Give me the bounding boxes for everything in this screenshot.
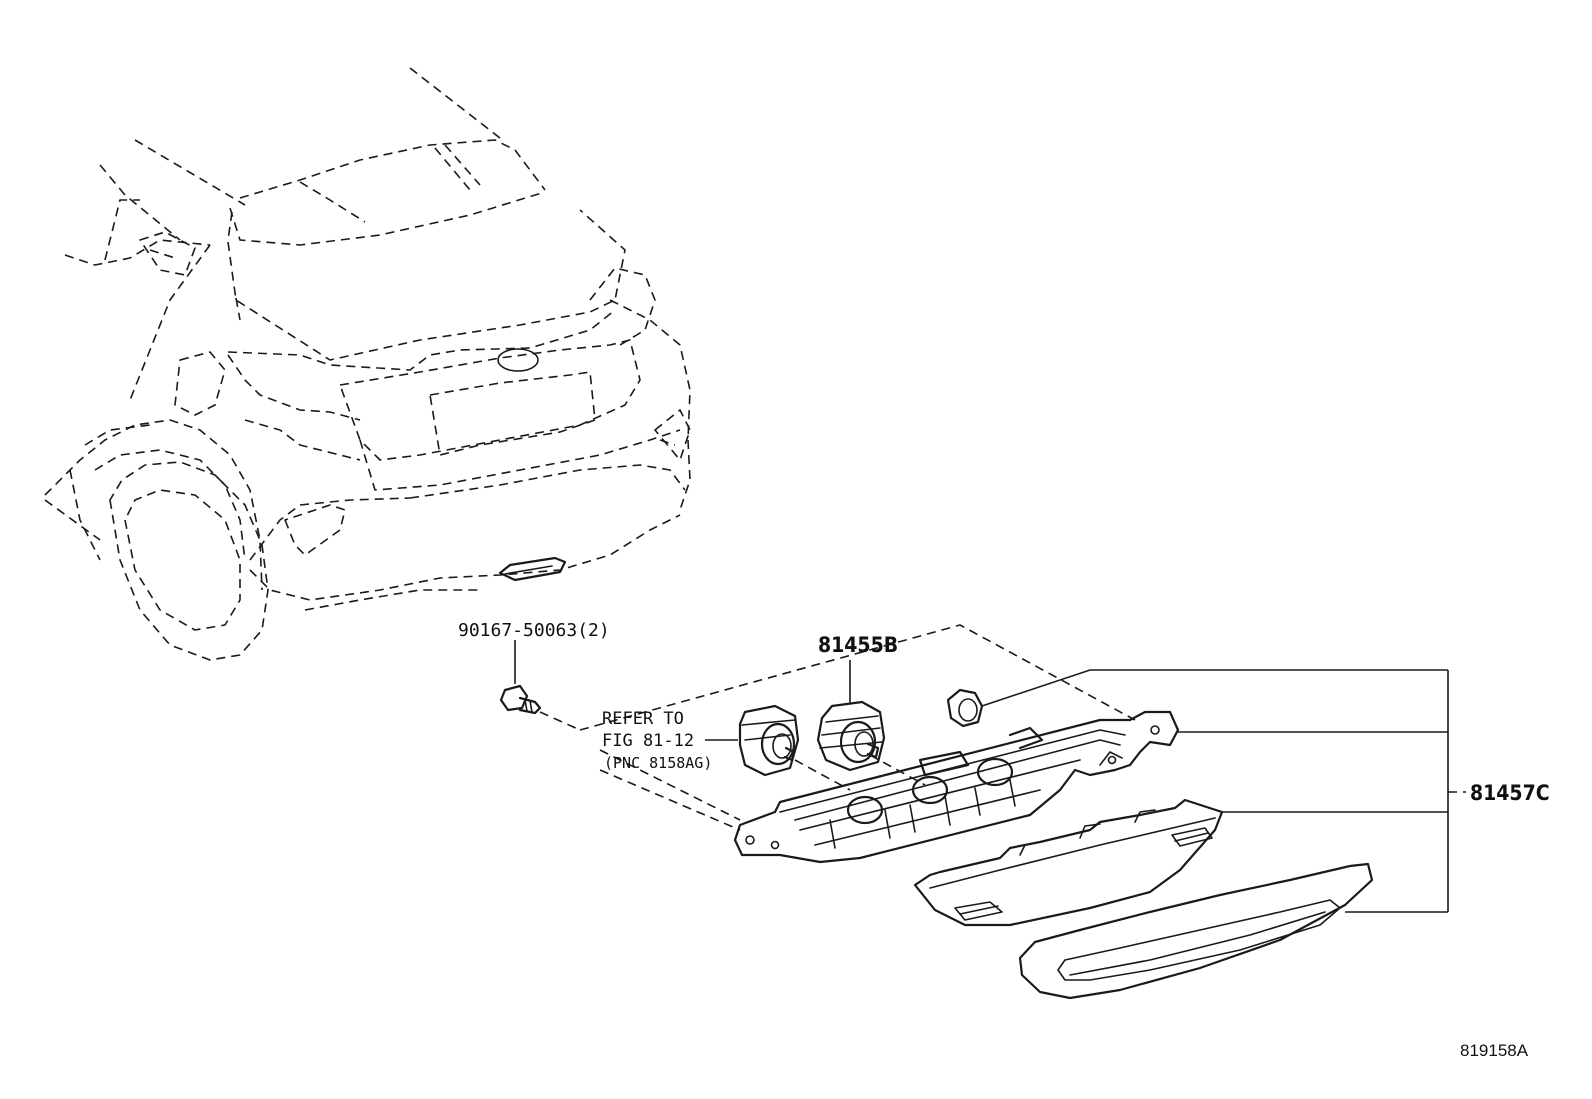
lamp-assy-bracket xyxy=(981,669,1466,913)
socket-part-number: 81455B xyxy=(818,633,898,657)
bulb-socket-right xyxy=(816,700,886,772)
lamp-housing xyxy=(733,710,1180,864)
grommet-part xyxy=(946,688,984,728)
bulb-socket-left xyxy=(738,704,800,777)
reference-note-line2: FIG 81-12 xyxy=(602,731,694,751)
figure-id: 819158A xyxy=(1460,1041,1529,1060)
bolt-part-number: 90167-50063(2) xyxy=(458,620,610,641)
lamp-lens xyxy=(913,798,1224,927)
lamp-assy-part-number: 81457C xyxy=(1470,781,1550,805)
reference-note-line3: (PNC 8158AG) xyxy=(604,754,712,772)
vehicle-rear-view xyxy=(44,67,691,661)
reference-note-line1: REFER TO xyxy=(602,709,684,729)
bolt-part xyxy=(499,640,581,731)
lamp-outer-cover xyxy=(1018,862,1374,1000)
